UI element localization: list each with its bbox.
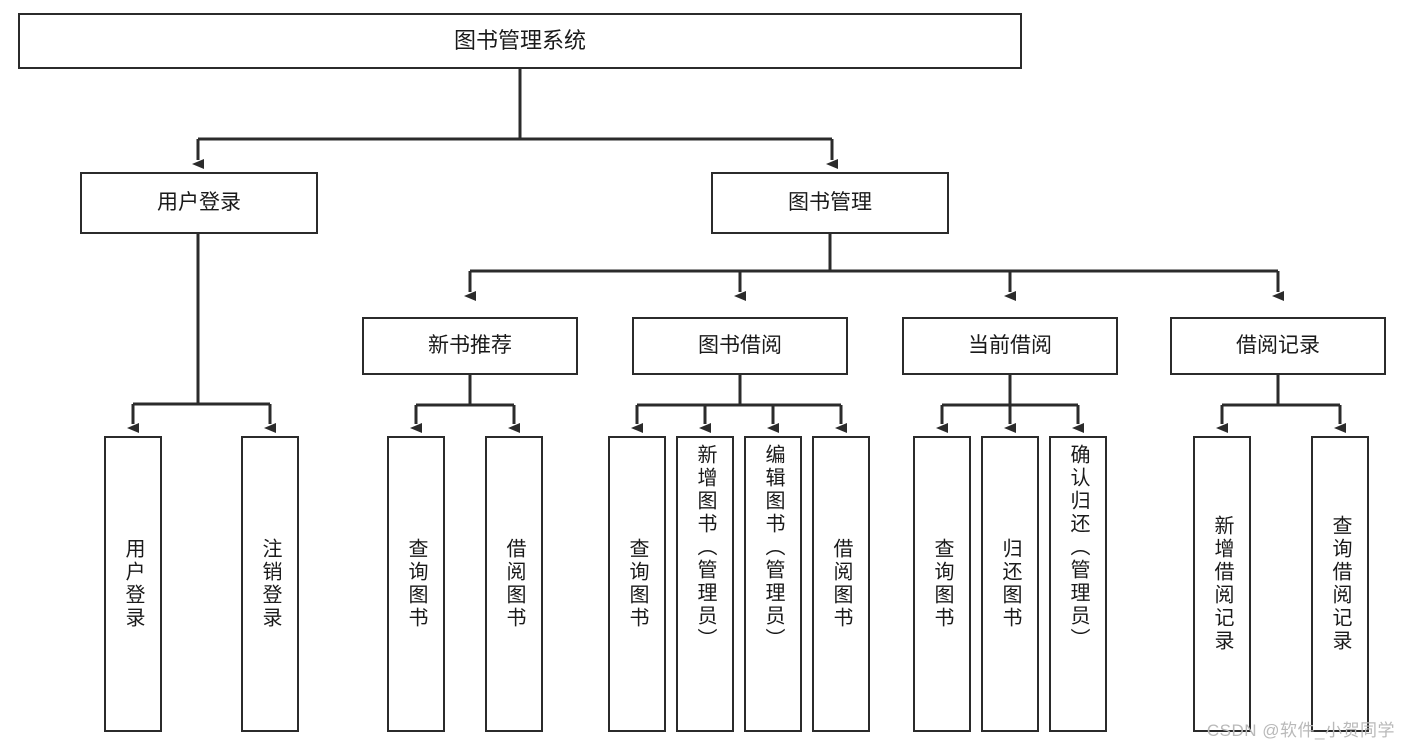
- node-new-book-recommend-label: 新书推荐: [428, 333, 512, 357]
- node-current-borrow[interactable]: 当前借阅: [902, 317, 1118, 375]
- node-root-label: 图书管理系统: [453, 28, 586, 54]
- leaf-query-books-current[interactable]: 查询图书: [913, 436, 971, 732]
- leaf-borrow-books-label: 借阅图书: [830, 538, 852, 630]
- node-current-borrow-label: 当前借阅: [968, 333, 1052, 357]
- node-borrow-record[interactable]: 借阅记录: [1170, 317, 1386, 375]
- leaf-borrow-books-recommend-label: 借阅图书: [503, 538, 525, 630]
- node-borrow-record-label: 借阅记录: [1236, 333, 1320, 357]
- node-root[interactable]: 图书管理系统: [18, 13, 1022, 69]
- leaf-add-borrow-record-label: 新增借阅记录: [1211, 515, 1233, 653]
- leaf-return-books-label: 归还图书: [999, 538, 1021, 630]
- leaf-user-login-label: 用户登录: [122, 538, 144, 630]
- leaf-borrow-books[interactable]: 借阅图书: [812, 436, 870, 732]
- leaf-edit-book-admin[interactable]: 编辑图书（管理员）: [744, 436, 802, 732]
- leaf-logout-label: 注销登录: [259, 538, 281, 630]
- leaf-add-book-admin[interactable]: 新增图书（管理员）: [676, 436, 734, 732]
- node-book-management[interactable]: 图书管理: [711, 172, 949, 234]
- leaf-query-borrow-record[interactable]: 查询借阅记录: [1311, 436, 1369, 732]
- leaf-query-books-borrow-label: 查询图书: [626, 538, 648, 630]
- leaf-return-books[interactable]: 归还图书: [981, 436, 1039, 732]
- leaf-query-books-recommend[interactable]: 查询图书: [387, 436, 445, 732]
- node-user-login-label: 用户登录: [157, 190, 241, 214]
- leaf-logout[interactable]: 注销登录: [241, 436, 299, 732]
- leaf-confirm-return-admin[interactable]: 确认归还（管理员）: [1049, 436, 1107, 732]
- node-book-management-label: 图书管理: [788, 190, 872, 214]
- leaf-query-books-current-label: 查询图书: [931, 538, 953, 630]
- leaf-confirm-return-admin-label: 确认归还（管理员）: [1067, 444, 1089, 651]
- leaf-add-book-admin-label: 新增图书（管理员）: [694, 444, 716, 651]
- node-user-login[interactable]: 用户登录: [80, 172, 318, 234]
- leaf-query-books-borrow[interactable]: 查询图书: [608, 436, 666, 732]
- leaf-query-borrow-record-label: 查询借阅记录: [1329, 515, 1351, 653]
- leaf-user-login[interactable]: 用户登录: [104, 436, 162, 732]
- node-book-borrow-label: 图书借阅: [698, 333, 782, 357]
- leaf-query-books-recommend-label: 查询图书: [405, 538, 427, 630]
- watermark-text: CSDN @软件_小贺同学: [1206, 721, 1395, 740]
- node-book-borrow[interactable]: 图书借阅: [632, 317, 848, 375]
- leaf-borrow-books-recommend[interactable]: 借阅图书: [485, 436, 543, 732]
- leaf-edit-book-admin-label: 编辑图书（管理员）: [762, 444, 784, 651]
- node-new-book-recommend[interactable]: 新书推荐: [362, 317, 578, 375]
- leaf-add-borrow-record[interactable]: 新增借阅记录: [1193, 436, 1251, 732]
